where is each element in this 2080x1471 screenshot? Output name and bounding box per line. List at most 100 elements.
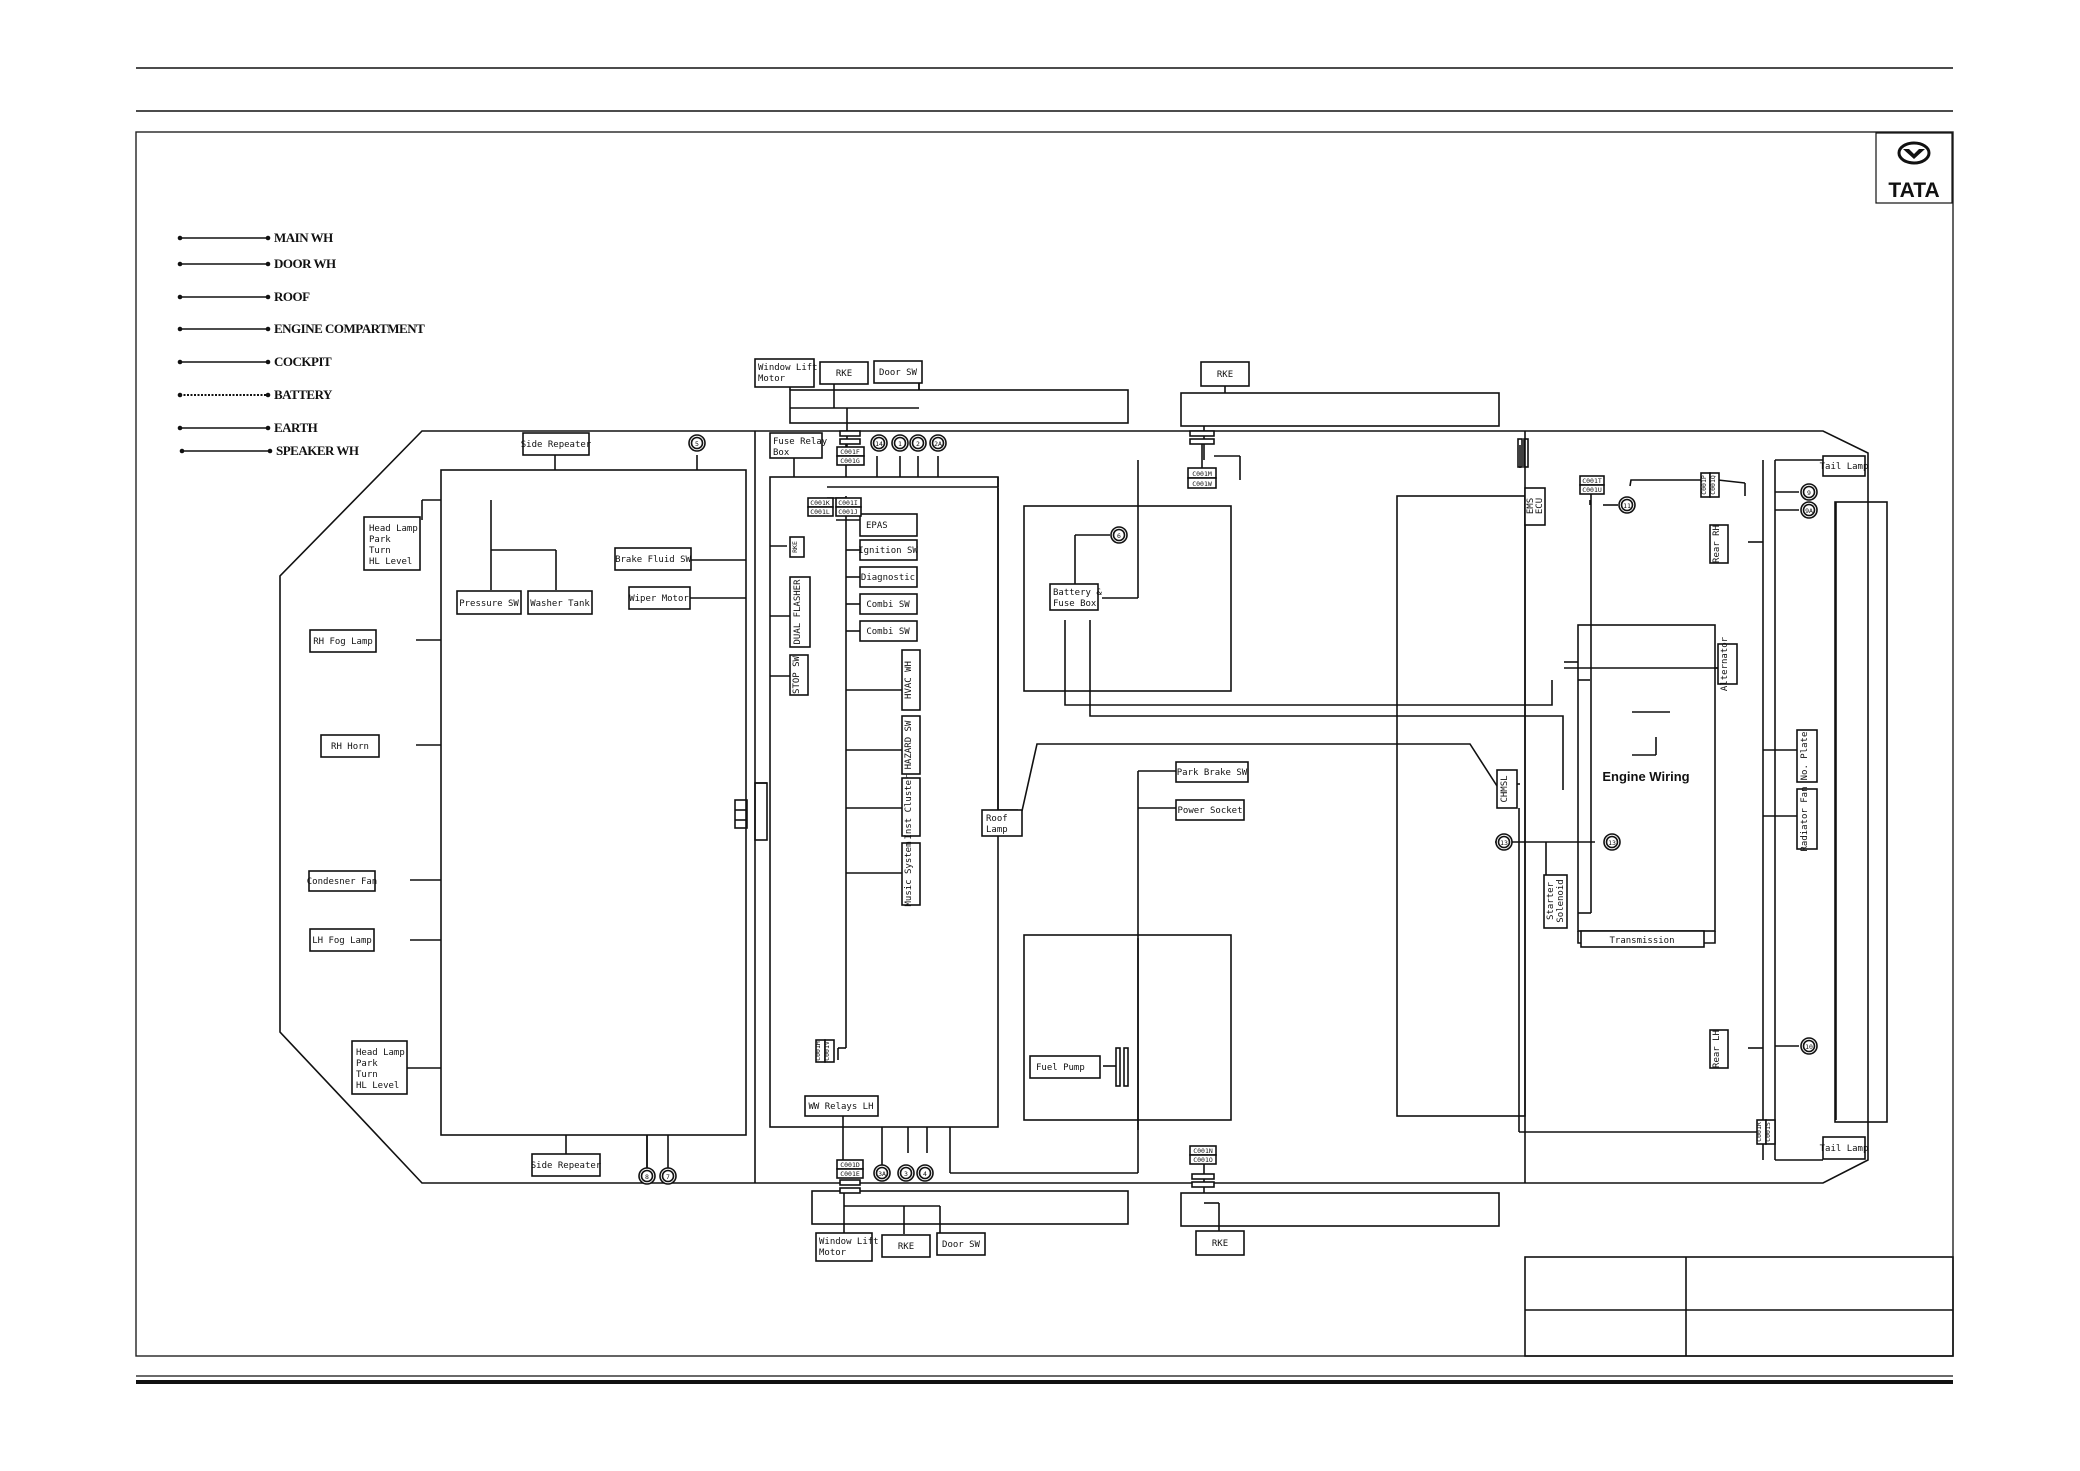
ww-relays-lh[interactable]: WW Relays LH (804, 1095, 879, 1117)
earth-point-3-label: 3 (904, 1170, 908, 1178)
title-block (1524, 1256, 1954, 1357)
no-plate[interactable]: No. Plate (1796, 729, 1818, 783)
washer-tank[interactable]: Washer Tank (527, 590, 593, 615)
lh-fog-lamp[interactable]: LH Fog Lamp (309, 928, 375, 952)
connector-epas-b[interactable]: C001I C001J (835, 497, 862, 517)
brake-fluid-sw-label: Brake Fluid SW (615, 555, 691, 565)
music-system[interactable]: Music System (901, 841, 921, 907)
park-brake-sw[interactable]: Park Brake SW (1175, 761, 1249, 783)
rh-fog-lamp[interactable]: RH Fog Lamp (309, 629, 377, 653)
earth-point-2[interactable]: 2 (909, 434, 927, 452)
pressure-sw[interactable]: Pressure SW (456, 590, 522, 615)
connector-epas-a[interactable]: C001K C001L (807, 497, 834, 517)
connector-roof-plug-a (1189, 430, 1215, 437)
brake-fluid-sw[interactable]: Brake Fluid SW (614, 547, 692, 571)
legend-cockpit-label: COCKPIT (274, 354, 332, 369)
earth-point-13-right[interactable]: 13 (1603, 833, 1621, 851)
chmsl[interactable]: CHMSL (1496, 769, 1518, 809)
door-sw-front-lh[interactable]: Door SW (936, 1232, 986, 1256)
earth-point-9[interactable]: 9 (1800, 483, 1818, 501)
connector-tail-bottom[interactable]: C001R C001S (1755, 1119, 1776, 1145)
fuel-pump[interactable]: Fuel Pump (1029, 1055, 1101, 1079)
window-lift-motor-front-rh[interactable]: Window Lift Motor (754, 358, 818, 388)
connector-rear-bottom-2: C001O (1193, 1156, 1213, 1164)
stop-sw[interactable]: STOP SW (789, 654, 809, 696)
head-lamp-top[interactable]: Head Lamp Park Turn HL Level (363, 516, 421, 571)
head-lamp-top-line3: Turn (369, 546, 391, 556)
ems-ecu[interactable]: EMS ECU (1524, 487, 1546, 526)
earth-point-8-label: 8 (645, 1173, 649, 1181)
condenser-fan[interactable]: Condesner Fan (307, 870, 377, 892)
roof-lamp[interactable]: Roof Lamp (981, 809, 1023, 837)
earth-point-5[interactable]: 5 (688, 434, 706, 452)
rke-front-lh-label: RKE (898, 1242, 914, 1252)
hazard-sw[interactable]: HAZARD SW (901, 715, 921, 775)
power-socket[interactable]: Power Socket (1175, 799, 1245, 821)
rh-horn[interactable]: RH Horn (320, 734, 380, 758)
combi-sw-1[interactable]: Combi SW (859, 593, 918, 615)
connector-cockpit-bottom[interactable]: C001H C001V (814, 1039, 835, 1063)
earth-point-14[interactable]: 14 (870, 434, 888, 452)
rke-front-lh[interactable]: RKE (881, 1234, 931, 1258)
rke-rear-rh[interactable]: RKE (1200, 361, 1250, 387)
fuse-relay-box[interactable]: Fuse Relay Box (769, 432, 828, 459)
connector-epas-2: C001L (810, 508, 830, 516)
transmission[interactable]: Transmission (1580, 930, 1705, 948)
earth-point-10[interactable]: 10 (1800, 1037, 1818, 1055)
connector-roof[interactable]: C001M C001W (1187, 467, 1217, 489)
earth-point-2a[interactable]: 2A (929, 434, 947, 452)
diagnostic[interactable]: Diagnostic (859, 566, 918, 588)
head-lamp-bottom[interactable]: Head Lamp Park Turn HL Level (351, 1040, 408, 1095)
rke-small[interactable]: RKE (789, 536, 805, 558)
connector-rear-top[interactable]: C001P C001Q (1700, 472, 1720, 498)
earth-point-6[interactable]: 6 (1110, 526, 1128, 544)
starter-solenoid-line2: Solenoid (1556, 879, 1566, 922)
earth-point-1[interactable]: 1 (891, 434, 909, 452)
starter-solenoid[interactable]: Starter Solenoid (1543, 874, 1568, 929)
pressure-sw-label: Pressure SW (459, 599, 519, 609)
connector-roof-1: C001M (1192, 470, 1212, 478)
radiator-fan[interactable]: Radiator Fan (1796, 786, 1818, 852)
side-repeater-top[interactable]: Side Repeater (521, 432, 592, 456)
door-sw-front-rh[interactable]: Door SW (873, 360, 923, 384)
earth-point-3[interactable]: 3 (897, 1164, 915, 1182)
window-lift-front-lh-line2: Motor (819, 1248, 847, 1258)
tail-lamp-bottom[interactable]: Tail Lamp (1820, 1136, 1869, 1160)
connector-rear-bottom[interactable]: C001N C001O (1189, 1145, 1217, 1165)
connector-door-bottom[interactable]: C001D C001E (836, 1159, 864, 1179)
rear-rh-door (1180, 386, 1500, 480)
ignition-sw[interactable]: Ignition SW (858, 539, 918, 561)
connector-rear-2: C001Q (1709, 475, 1717, 495)
alternator[interactable]: Alternator (1717, 636, 1738, 691)
earth-point-13-left[interactable]: 13 (1495, 833, 1513, 851)
rke-front-rh[interactable]: RKE (819, 361, 869, 385)
combi-sw-2[interactable]: Combi SW (859, 620, 918, 642)
rear-rh[interactable]: Rear RH (1709, 524, 1729, 564)
legend-speaker-wh: SPEAKER WH (179, 443, 359, 458)
earth-point-3a[interactable]: 3A (873, 1164, 891, 1182)
earth-point-7[interactable]: 7 (659, 1167, 677, 1185)
earth-point-9a[interactable]: 9A (1800, 501, 1818, 519)
tail-lamp-top[interactable]: Tail Lamp (1820, 455, 1869, 477)
earth-point-8[interactable]: 8 (638, 1167, 656, 1185)
legend-door-wh-label: DOOR WH (274, 256, 336, 271)
dual-flasher[interactable]: DUAL FLASHER (789, 576, 811, 648)
battery-fuse-box[interactable]: Battery & Fuse Box (1049, 583, 1102, 611)
earth-point-11[interactable]: 11 (1618, 496, 1636, 514)
connector-ems[interactable]: C001T C001U (1579, 475, 1605, 495)
side-repeater-bottom[interactable]: Side Repeater (531, 1153, 602, 1177)
inst-cluster[interactable]: Inst Cluster (901, 774, 921, 840)
rke-rear-lh[interactable]: RKE (1195, 1230, 1245, 1256)
hvac-wh[interactable]: HVAC WH (901, 649, 921, 711)
earth-point-1-label: 1 (898, 440, 902, 448)
epas[interactable]: EPAS (859, 513, 918, 537)
connector-fuse[interactable]: C001F C001G (836, 446, 865, 466)
earth-point-4[interactable]: 4 (916, 1164, 934, 1182)
hvac-wh-label: HVAC WH (904, 661, 914, 699)
wiper-motor[interactable]: Wiper Motor (628, 586, 691, 610)
window-lift-motor-front-lh[interactable]: Window Lift Motor (815, 1232, 879, 1262)
legend-door-wh: DOOR WH (177, 256, 337, 271)
rear-lh[interactable]: Rear LH (1709, 1029, 1729, 1069)
combi-sw-2-label: Combi SW (866, 627, 910, 637)
